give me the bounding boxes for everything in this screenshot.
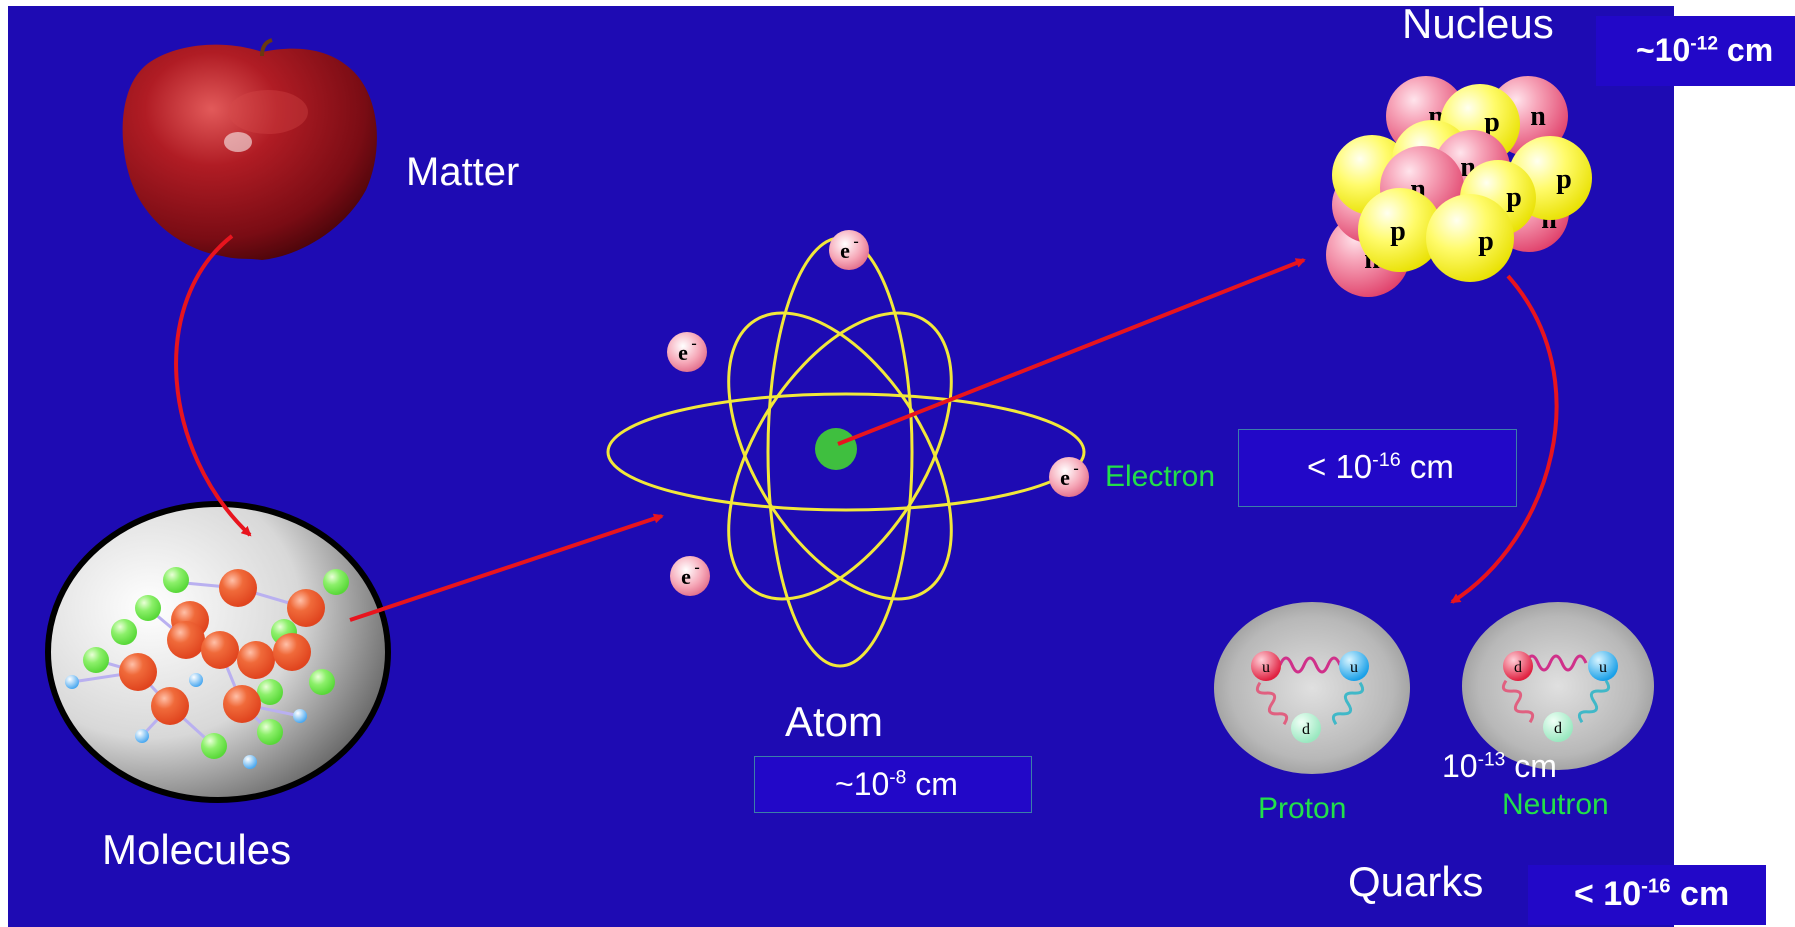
nucleus-label: Nucleus — [1402, 0, 1554, 47]
proton-label: Proton — [1258, 792, 1347, 825]
svg-text:d: d — [1554, 720, 1562, 737]
svg-text:p: p — [1484, 107, 1500, 138]
svg-text:e: e — [681, 564, 691, 589]
neutron-diagram: d u d — [1462, 602, 1654, 770]
electron-size-box: < 10-16 cm — [1238, 429, 1517, 507]
nucleus-size-prefix: ~10 — [1636, 32, 1691, 68]
electron-bottom: e - — [670, 556, 710, 596]
svg-text:n: n — [1530, 101, 1546, 132]
molecules-label: Molecules — [102, 826, 292, 873]
quarks-size-box: < 10-16 cm — [1528, 865, 1766, 925]
nucleon-size-unit: cm — [1505, 748, 1557, 784]
quarks-size-exp: -16 — [1641, 875, 1671, 898]
apple-image — [122, 38, 377, 260]
nucleon-size-prefix: 10 — [1442, 748, 1478, 784]
nucleon-size-label: 10-13 cm — [1442, 748, 1557, 785]
svg-text:d: d — [1302, 721, 1310, 738]
atom-nucleus-core — [815, 428, 857, 470]
electron-top: e - — [829, 230, 869, 270]
svg-text:u: u — [1350, 659, 1358, 676]
nucleus-size-box: ~10-12 cm — [1596, 16, 1795, 86]
electron-label: Electron — [1105, 460, 1216, 493]
arrow-atom-to-nucleus — [837, 258, 1306, 446]
svg-text:p: p — [1390, 216, 1406, 247]
atom-size-box: ~10-8 cm — [754, 756, 1032, 813]
atom-size-prefix: ~10 — [835, 766, 890, 802]
svg-text:e: e — [678, 340, 688, 365]
atom-size-exp: -8 — [889, 767, 907, 789]
arrow-matter-to-molecules — [174, 234, 252, 537]
svg-text:u: u — [1262, 659, 1270, 676]
quarks-label: Quarks — [1348, 858, 1484, 905]
quarks-size-prefix: < 10 — [1574, 875, 1642, 913]
nucleus-cluster: n n n n p p n p n p p p — [1326, 76, 1592, 297]
electron-size-prefix: < 10 — [1307, 448, 1373, 485]
arrow-molecules-to-atom — [349, 513, 664, 622]
nucleus-size-unit: cm — [1718, 32, 1774, 68]
neutron-label: Neutron — [1502, 788, 1609, 821]
svg-text:p: p — [1478, 226, 1494, 257]
atom-label: Atom — [785, 698, 884, 745]
matter-label: Matter — [406, 150, 520, 194]
svg-text:-: - — [691, 335, 696, 352]
quarks-size-unit: cm — [1670, 875, 1730, 913]
nucleon-size-exp: -13 — [1477, 749, 1506, 771]
svg-text:p: p — [1556, 164, 1572, 195]
svg-text:e: e — [1060, 465, 1070, 490]
electron-right: e - — [1049, 457, 1089, 497]
svg-text:u: u — [1599, 659, 1607, 676]
flow-arrows — [174, 234, 1559, 622]
molecules-image — [45, 501, 391, 803]
electron-size-unit: cm — [1400, 448, 1454, 485]
svg-text:-: - — [1073, 460, 1078, 477]
arrow-nucleus-to-quarks — [1450, 274, 1559, 604]
svg-text:-: - — [853, 233, 858, 250]
svg-text:-: - — [694, 559, 699, 576]
svg-text:p: p — [1506, 182, 1522, 213]
electron-size-exp: -16 — [1372, 449, 1401, 471]
nucleus-size-exp: -12 — [1690, 33, 1719, 55]
svg-text:e: e — [840, 238, 850, 263]
atom-size-unit: cm — [906, 766, 958, 802]
proton-diagram: u u d — [1214, 602, 1410, 774]
svg-text:d: d — [1514, 659, 1522, 676]
electron-left: e - — [667, 332, 707, 372]
